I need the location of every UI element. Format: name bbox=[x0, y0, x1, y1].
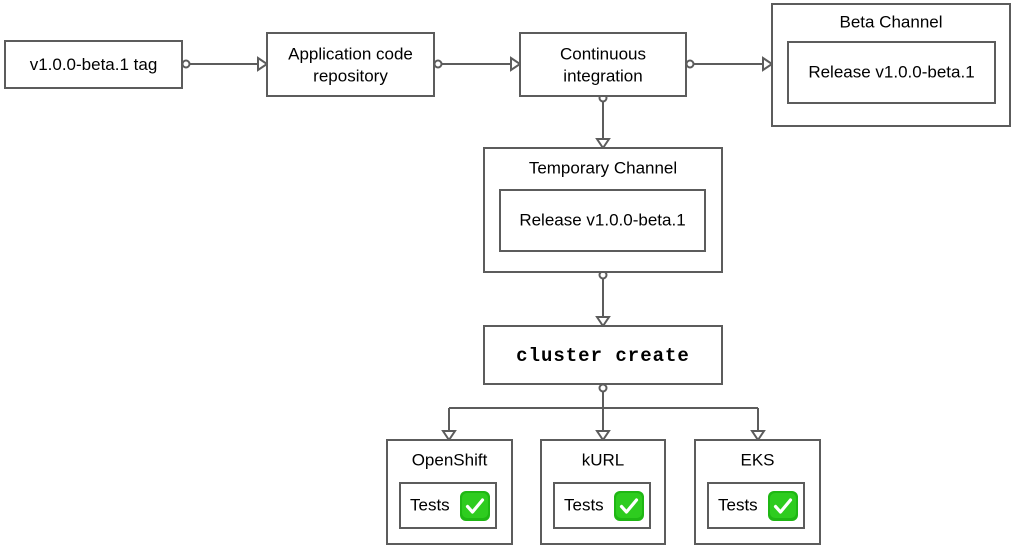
edge-arrow-head bbox=[257, 56, 269, 72]
node-tag[interactable]: v1.0.0-beta.1 tag bbox=[4, 40, 183, 89]
node-openshift[interactable]: OpenShift Tests bbox=[386, 439, 513, 545]
edge-source-dot bbox=[598, 383, 608, 393]
edge-ci-to-beta-channel bbox=[685, 56, 774, 72]
edge-arrow-head bbox=[762, 56, 774, 72]
edge-arrow-head bbox=[510, 56, 522, 72]
edge-tag-to-repo bbox=[181, 56, 269, 72]
node-application-code-repository-label-line1: Application code bbox=[288, 44, 413, 63]
node-temporary-channel-release-box[interactable] bbox=[499, 189, 706, 252]
node-application-code-repository[interactable]: Application code repository bbox=[266, 32, 435, 97]
node-beta-channel[interactable]: Beta Channel Release v1.0.0-beta.1 bbox=[771, 3, 1011, 127]
node-beta-channel-title: Beta Channel bbox=[839, 12, 942, 31]
node-temporary-channel-title: Temporary Channel bbox=[529, 158, 677, 177]
edge-source-dot bbox=[685, 59, 695, 69]
node-application-code-repository-box[interactable] bbox=[266, 32, 435, 97]
node-cluster-create-label: cluster create bbox=[516, 345, 690, 367]
node-eks-tests-label: Tests bbox=[718, 495, 758, 514]
white-check-mark-icon bbox=[768, 491, 798, 521]
node-temporary-channel-release-label: Release v1.0.0-beta.1 bbox=[519, 210, 685, 229]
edge-arrow-head-openshift bbox=[441, 430, 457, 442]
node-cluster-create[interactable]: cluster create bbox=[483, 325, 723, 385]
white-check-mark-icon bbox=[460, 491, 490, 521]
node-eks-title: EKS bbox=[740, 450, 774, 469]
node-openshift-tests-label: Tests bbox=[410, 495, 450, 514]
node-beta-channel-release-label: Release v1.0.0-beta.1 bbox=[808, 62, 974, 81]
edge-arrow-head bbox=[595, 138, 611, 150]
node-continuous-integration-label-line2: integration bbox=[563, 66, 642, 85]
edge-arrow-head-eks bbox=[750, 430, 766, 442]
edge-cluster-create-fanout bbox=[441, 383, 766, 442]
node-continuous-integration-box[interactable] bbox=[519, 32, 687, 97]
node-kurl-title: kURL bbox=[582, 450, 625, 469]
edge-repo-to-ci bbox=[433, 56, 522, 72]
node-tag-box[interactable] bbox=[4, 40, 183, 89]
node-eks[interactable]: EKS Tests bbox=[694, 439, 821, 545]
node-kurl-tests-label: Tests bbox=[564, 495, 604, 514]
node-application-code-repository-label-line2: repository bbox=[313, 66, 388, 85]
node-tag-label: v1.0.0-beta.1 tag bbox=[30, 55, 158, 74]
node-kurl[interactable]: kURL Tests bbox=[540, 439, 666, 545]
node-openshift-title: OpenShift bbox=[412, 450, 488, 469]
node-temporary-channel[interactable]: Temporary Channel Release v1.0.0-beta.1 bbox=[483, 147, 723, 273]
edge-source-dot bbox=[433, 59, 443, 69]
node-beta-channel-release-box[interactable] bbox=[787, 41, 996, 104]
node-continuous-integration[interactable]: Continuous integration bbox=[519, 32, 687, 97]
node-continuous-integration-label-line1: Continuous bbox=[560, 44, 646, 63]
edge-arrow-head bbox=[595, 316, 611, 328]
node-cluster-create-box[interactable] bbox=[483, 325, 723, 385]
edge-source-dot bbox=[181, 59, 191, 69]
edge-temporary-channel-to-cluster-create bbox=[595, 270, 611, 328]
edge-arrow-head-kurl bbox=[595, 430, 611, 442]
white-check-mark-icon bbox=[614, 491, 644, 521]
edge-ci-to-temporary-channel bbox=[595, 93, 611, 150]
